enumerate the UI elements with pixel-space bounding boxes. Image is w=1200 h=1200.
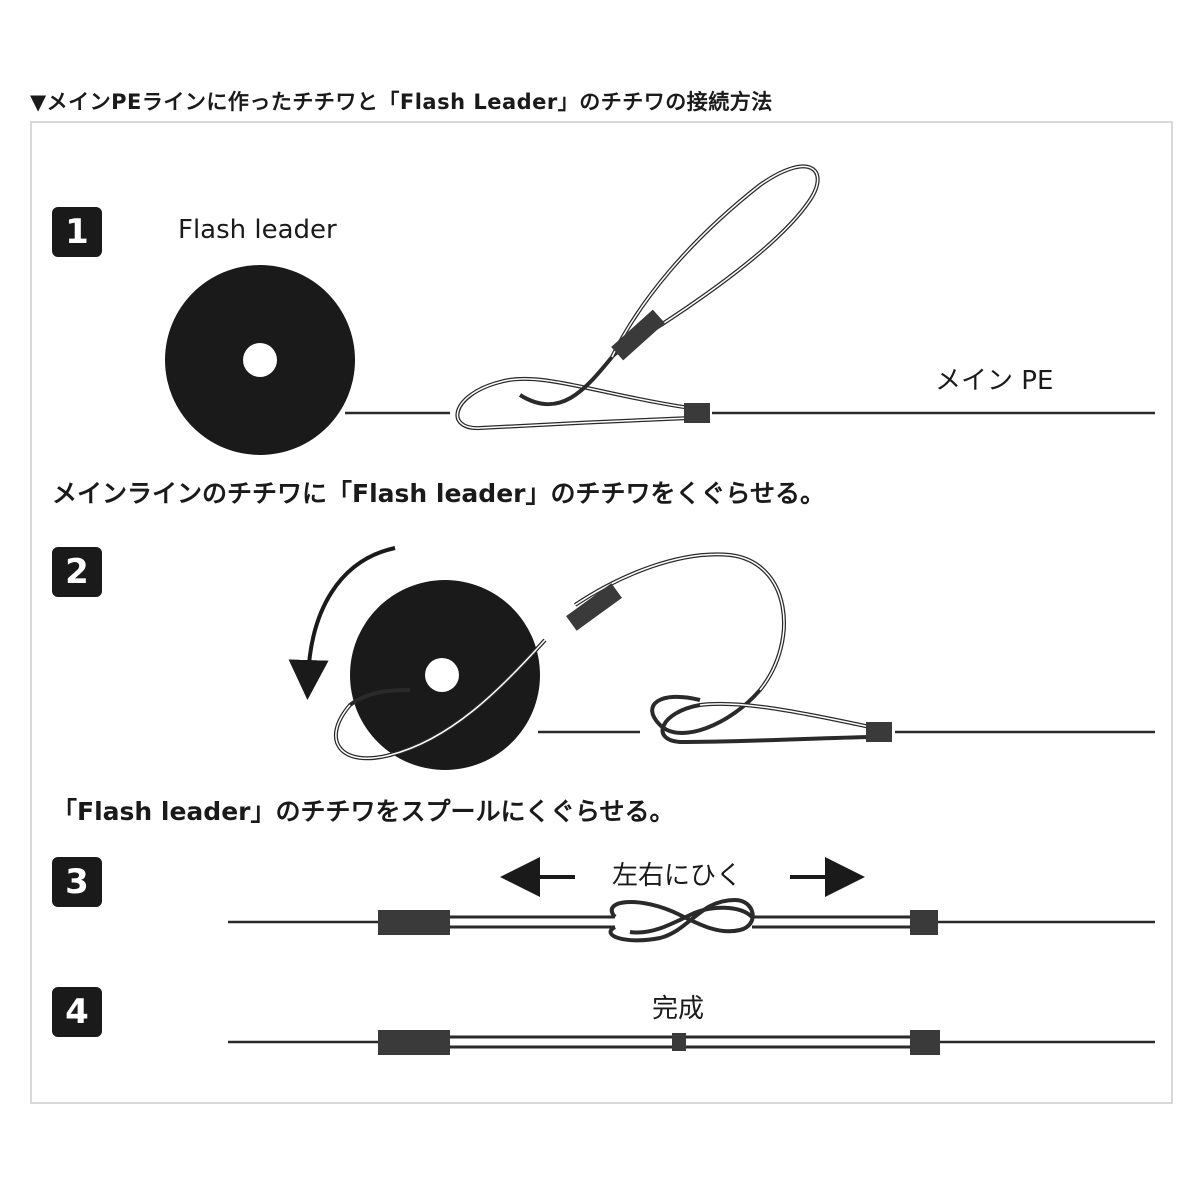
leader-double-3 — [450, 915, 615, 929]
spool-hole-2 — [425, 658, 459, 692]
pe-double-3 — [752, 915, 910, 929]
leader-loop-1 — [518, 164, 820, 407]
step-2-caption: 「Flash leader」のチチワをスプールにくぐらせる。 — [52, 797, 675, 826]
wrap-left-4 — [378, 1030, 450, 1055]
flash-leader-label: Flash leader — [178, 215, 337, 245]
main-pe-label: メイン PE — [935, 366, 1054, 396]
wrap-left-3 — [378, 910, 450, 935]
step-2-badge: 2 — [52, 547, 102, 597]
main-pe-loop-1 — [455, 376, 691, 431]
knot-wrap-1 — [684, 403, 710, 423]
step-1-caption: メインラインのチチワに「Flash leader」のチチワをくぐらせる。 — [52, 479, 825, 508]
diagram-title: ▼メインPEラインに作ったチチワと「Flash Leader」のチチワの接続方法 — [30, 90, 773, 114]
main-pe-loop-2 — [660, 701, 871, 745]
rotate-arrow — [288, 546, 396, 700]
step-3-illustration — [228, 857, 1155, 943]
done-label: 完成 — [652, 994, 705, 1024]
step-3-badge: 3 — [52, 857, 102, 907]
wrap-right-3 — [910, 910, 938, 935]
diagram-frame — [30, 121, 1173, 1104]
step-2-illustration — [288, 546, 1155, 770]
knot-wrap-2 — [866, 722, 892, 742]
leader-wrap-1 — [611, 309, 665, 361]
step-4-illustration — [228, 1030, 1155, 1055]
pull-label: 左右にひく — [612, 861, 743, 891]
step-1-badge: 1 — [52, 207, 102, 257]
spool-hole-1 — [243, 343, 277, 377]
wrap-right-4 — [910, 1030, 940, 1055]
step-1-illustration — [165, 164, 1155, 455]
center-knot-4 — [672, 1033, 686, 1051]
leader-wrap-2 — [566, 583, 622, 631]
step-4-badge: 4 — [52, 987, 102, 1037]
